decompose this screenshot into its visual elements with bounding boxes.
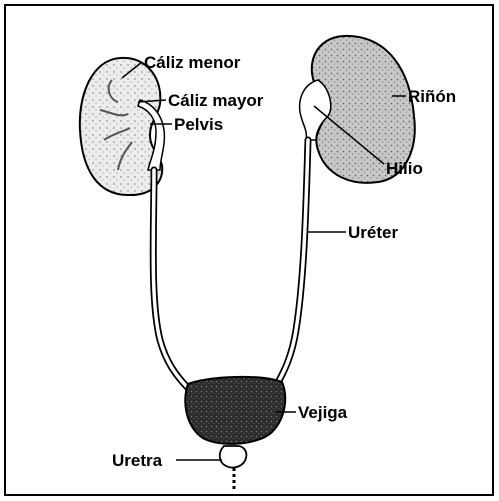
left-ureter (153, 170, 190, 390)
bladder (185, 377, 285, 444)
label-rinon: Riñón (408, 87, 456, 106)
label-hilio: Hilio (386, 159, 423, 178)
label-uretra: Uretra (112, 451, 163, 470)
label-ureter: Uréter (348, 223, 398, 242)
urethra (220, 446, 247, 468)
label-pelvis: Pelvis (174, 115, 223, 134)
label-vejiga: Vejiga (298, 403, 348, 422)
label-caliz-mayor: Cáliz mayor (168, 91, 264, 110)
left-kidney (80, 58, 162, 195)
label-caliz-menor: Cáliz menor (144, 53, 241, 72)
